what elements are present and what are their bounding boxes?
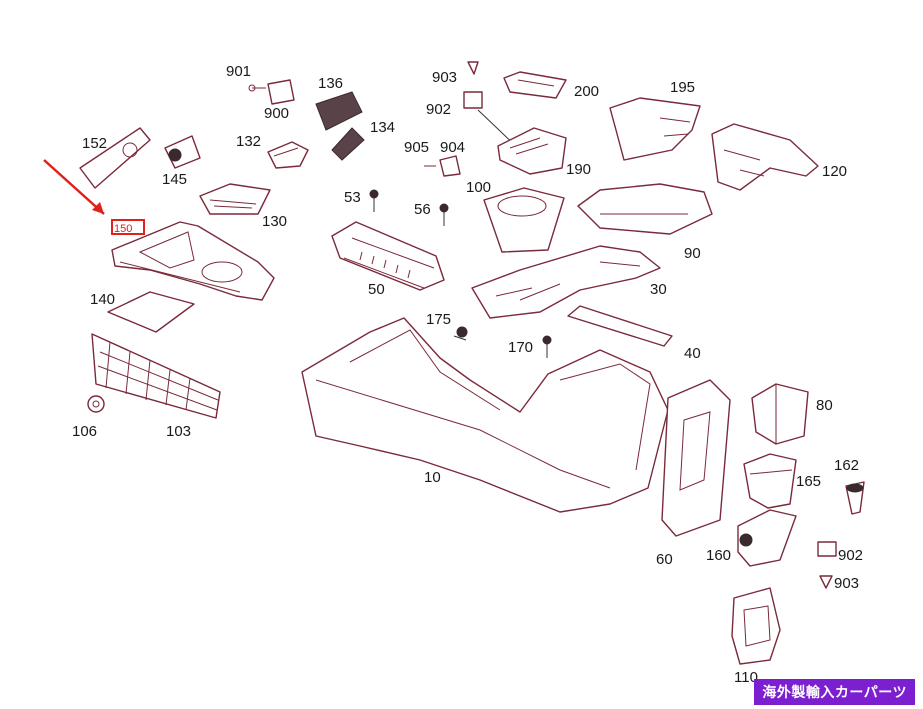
label-106: 106 bbox=[72, 423, 97, 440]
label-60: 60 bbox=[656, 551, 673, 568]
label-905: 905 bbox=[404, 139, 429, 156]
part-190 bbox=[497, 127, 567, 175]
label-30: 30 bbox=[650, 281, 667, 298]
part-900 bbox=[248, 79, 295, 105]
screw-170 bbox=[542, 335, 552, 358]
label-175: 175 bbox=[426, 311, 451, 328]
label-195: 195 bbox=[670, 79, 695, 96]
label-162: 162 bbox=[834, 457, 859, 474]
part-162 bbox=[845, 481, 865, 515]
part-100 bbox=[483, 187, 565, 253]
label-56: 56 bbox=[414, 201, 431, 218]
label-152: 152 bbox=[82, 135, 107, 152]
part-30 bbox=[471, 245, 661, 319]
part-103 bbox=[91, 333, 221, 419]
part-40 bbox=[567, 305, 673, 347]
screw-56 bbox=[439, 203, 449, 226]
label-40: 40 bbox=[684, 345, 701, 362]
part-90 bbox=[577, 183, 713, 235]
part-152 bbox=[79, 127, 151, 189]
part-904 bbox=[424, 155, 461, 177]
part-labels: 901 900 136 134 132 152 145 130 150 140 … bbox=[72, 63, 863, 686]
label-165: 165 bbox=[796, 473, 821, 490]
label-136: 136 bbox=[318, 75, 343, 92]
label-904: 904 bbox=[440, 139, 465, 156]
highlight-150 bbox=[43, 159, 145, 235]
label-190: 190 bbox=[566, 161, 591, 178]
label-900: 900 bbox=[264, 105, 289, 122]
part-136 bbox=[315, 91, 363, 131]
part-80 bbox=[751, 383, 809, 445]
label-103: 103 bbox=[166, 423, 191, 440]
part-132 bbox=[267, 141, 309, 169]
shop-banner: 海外製輸入カーパーツ bbox=[754, 679, 915, 705]
label-130: 130 bbox=[262, 213, 287, 230]
part-110 bbox=[731, 587, 781, 665]
part-195 bbox=[609, 97, 701, 161]
label-903-upper: 903 bbox=[432, 69, 457, 86]
label-50: 50 bbox=[368, 281, 385, 298]
part-60 bbox=[661, 379, 731, 537]
part-134 bbox=[331, 127, 365, 161]
part-165 bbox=[743, 453, 797, 509]
label-53: 53 bbox=[344, 189, 361, 206]
part-130 bbox=[199, 183, 271, 215]
label-90: 90 bbox=[684, 245, 701, 262]
screw-175 bbox=[453, 326, 468, 341]
screw-53 bbox=[369, 189, 379, 212]
label-901: 901 bbox=[226, 63, 251, 80]
part-160 bbox=[737, 509, 797, 567]
part-10 bbox=[301, 317, 669, 513]
label-140: 140 bbox=[90, 291, 115, 308]
part-145 bbox=[164, 135, 201, 169]
label-160: 160 bbox=[706, 547, 731, 564]
label-150: 150 bbox=[114, 223, 132, 235]
label-10: 10 bbox=[424, 469, 441, 486]
label-110: 110 bbox=[734, 669, 758, 686]
label-200: 200 bbox=[574, 83, 599, 100]
part-150 bbox=[111, 221, 275, 301]
part-140 bbox=[107, 291, 195, 333]
label-120: 120 bbox=[822, 163, 847, 180]
label-903-lower: 903 bbox=[834, 575, 859, 592]
label-132: 132 bbox=[236, 133, 261, 150]
part-106 bbox=[87, 395, 105, 413]
part-50 bbox=[331, 221, 445, 291]
part-902-lower bbox=[817, 541, 837, 589]
label-902-lower: 902 bbox=[838, 547, 863, 564]
label-80: 80 bbox=[816, 397, 833, 414]
label-170: 170 bbox=[508, 339, 533, 356]
label-902-upper: 902 bbox=[426, 101, 451, 118]
label-134: 134 bbox=[370, 119, 395, 136]
label-145: 145 bbox=[162, 171, 187, 188]
part-200 bbox=[503, 71, 567, 99]
part-120 bbox=[711, 123, 819, 191]
label-100: 100 bbox=[466, 179, 491, 196]
